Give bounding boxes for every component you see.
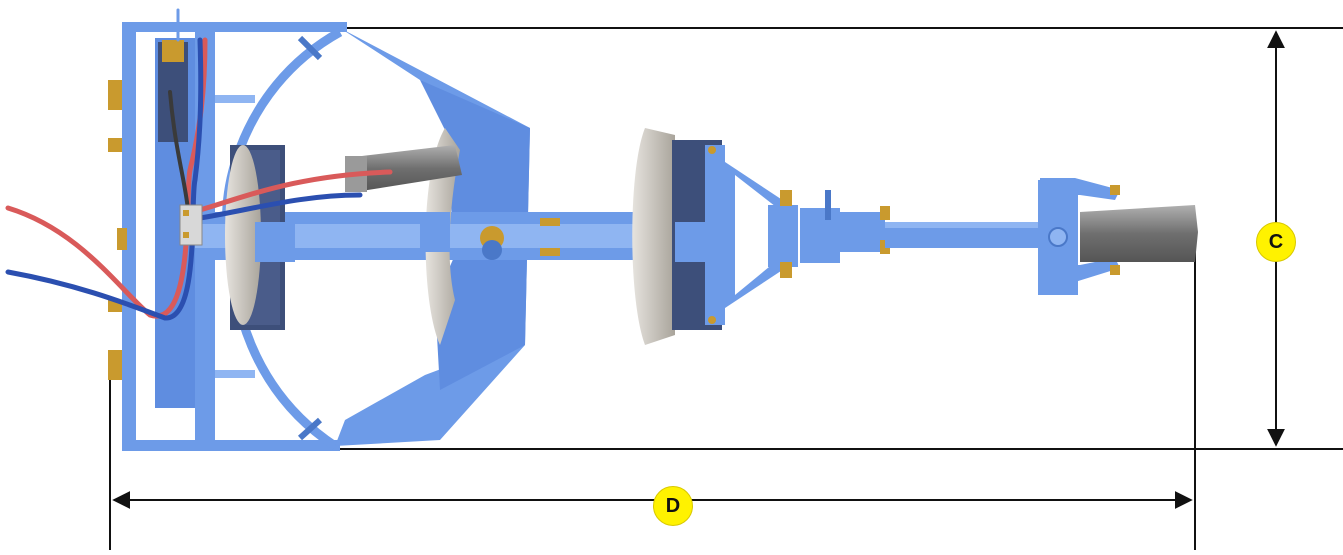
drawbar bbox=[885, 222, 1045, 248]
blue-hose bbox=[5, 37, 204, 321]
extension-lines bbox=[109, 27, 1343, 550]
hose-coupler bbox=[179, 204, 203, 246]
left-disc-assembly bbox=[225, 145, 295, 330]
hydraulic-hoses bbox=[5, 8, 393, 321]
implement-illustration bbox=[5, 8, 1198, 451]
center-disc bbox=[420, 128, 504, 345]
hitch-linkage bbox=[722, 160, 890, 310]
dimension-c-label: C bbox=[1256, 222, 1296, 262]
dimension-d-label: D bbox=[653, 486, 693, 526]
tongue-clevis bbox=[1038, 178, 1198, 295]
right-disc-assembly bbox=[632, 128, 725, 345]
